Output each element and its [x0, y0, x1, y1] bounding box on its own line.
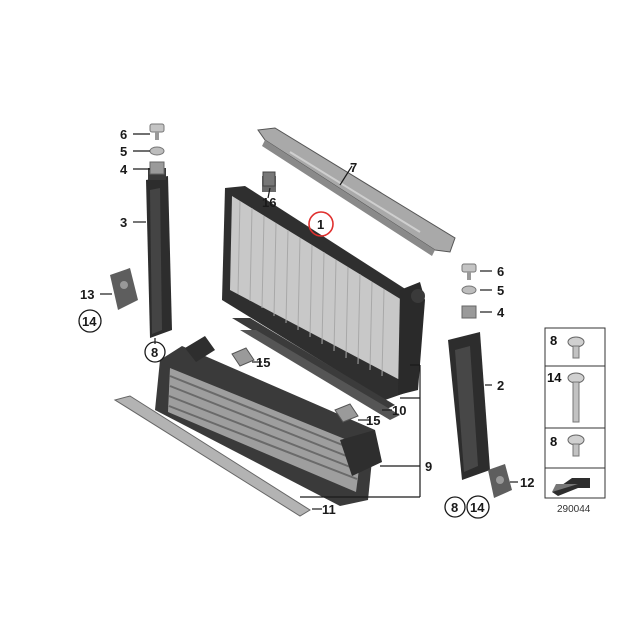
callout-3: 3	[120, 215, 127, 230]
temperature-sensor	[262, 171, 276, 187]
callout-8-left: 8	[151, 345, 158, 360]
lower-trim-strip	[113, 395, 311, 517]
callout-13: 13	[80, 287, 94, 302]
upper-air-duct-panel	[257, 127, 456, 256]
left-bracket	[146, 168, 172, 338]
legend-item-14: 14	[547, 370, 562, 385]
callout-6-right: 6	[497, 264, 504, 279]
seal-strips	[232, 318, 400, 420]
legend-item-8-bottom: 8	[550, 434, 557, 449]
callout-5-right: 5	[497, 283, 504, 298]
callout-16: 16	[262, 195, 276, 210]
fastener-legend: 8 14 8	[544, 327, 606, 499]
legend-item-8-top: 8	[550, 333, 557, 348]
clip-lower	[334, 403, 359, 423]
callout-4-right: 4	[497, 305, 505, 320]
screw-short-icon-2	[567, 434, 585, 457]
callout-12: 12	[520, 475, 534, 490]
screw-short-icon	[567, 336, 585, 359]
callout-1: 1	[317, 217, 324, 232]
callout-10: 10	[392, 403, 406, 418]
clip-upper	[231, 347, 255, 367]
callout-labels: 6 5 4 3 13 14 8 7 16 1 6 5 4 2 15 15 10 …	[78, 127, 534, 519]
callout-8-right: 8	[451, 500, 458, 515]
leader-lines	[100, 133, 518, 510]
callout-6-left: 6	[120, 127, 127, 142]
left-small-bracket	[110, 268, 138, 310]
callout-7: 7	[350, 160, 357, 175]
callout-2: 2	[497, 378, 504, 393]
charge-air-cooler	[155, 336, 382, 506]
screw-long-icon	[567, 372, 585, 423]
callout-15-lower: 15	[366, 413, 380, 428]
direction-arrow-icon	[552, 478, 590, 496]
callout-5-left: 5	[120, 144, 127, 159]
callout-9: 9	[425, 459, 432, 474]
callout-11: 11	[322, 502, 336, 517]
callout-15-upper: 15	[256, 355, 270, 370]
right-fastener-stack	[461, 263, 477, 319]
callout-4-left: 4	[120, 162, 128, 177]
callout-14-right: 14	[470, 500, 485, 515]
left-fastener-stack	[149, 123, 165, 175]
right-small-bracket	[488, 464, 512, 498]
callout-14-left: 14	[82, 314, 97, 329]
right-bracket	[448, 332, 490, 480]
diagram-code: 290044	[557, 504, 591, 515]
